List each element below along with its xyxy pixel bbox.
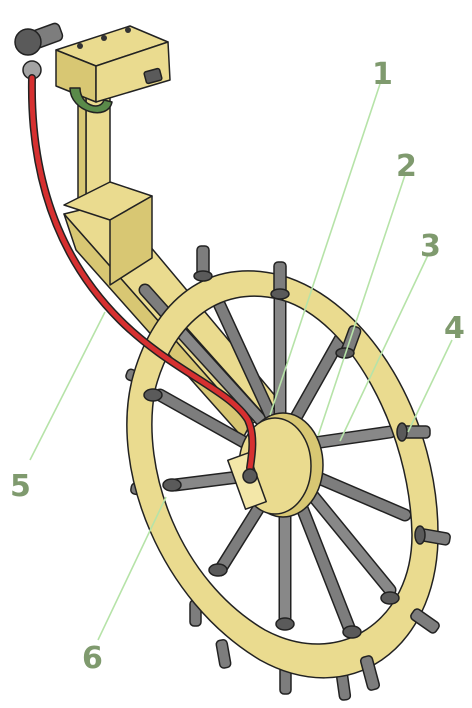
sensor-head xyxy=(55,25,171,114)
callout-5: 5 xyxy=(10,469,31,504)
cable-terminal xyxy=(242,468,258,484)
leader-lines xyxy=(29,83,453,641)
mast xyxy=(63,89,153,286)
red-cable-fill xyxy=(29,75,255,471)
callout-4: 4 xyxy=(444,311,465,346)
callout-3: 3 xyxy=(420,229,441,264)
wheel-hub xyxy=(227,412,324,518)
cable-connector xyxy=(14,22,64,80)
callout-2: 2 xyxy=(396,149,417,184)
rim-pegs xyxy=(143,245,451,691)
callout-labels: 1 2 3 4 5 6 xyxy=(10,57,465,676)
spokes xyxy=(138,283,412,637)
callout-1: 1 xyxy=(372,57,393,92)
callout-6: 6 xyxy=(82,641,103,676)
